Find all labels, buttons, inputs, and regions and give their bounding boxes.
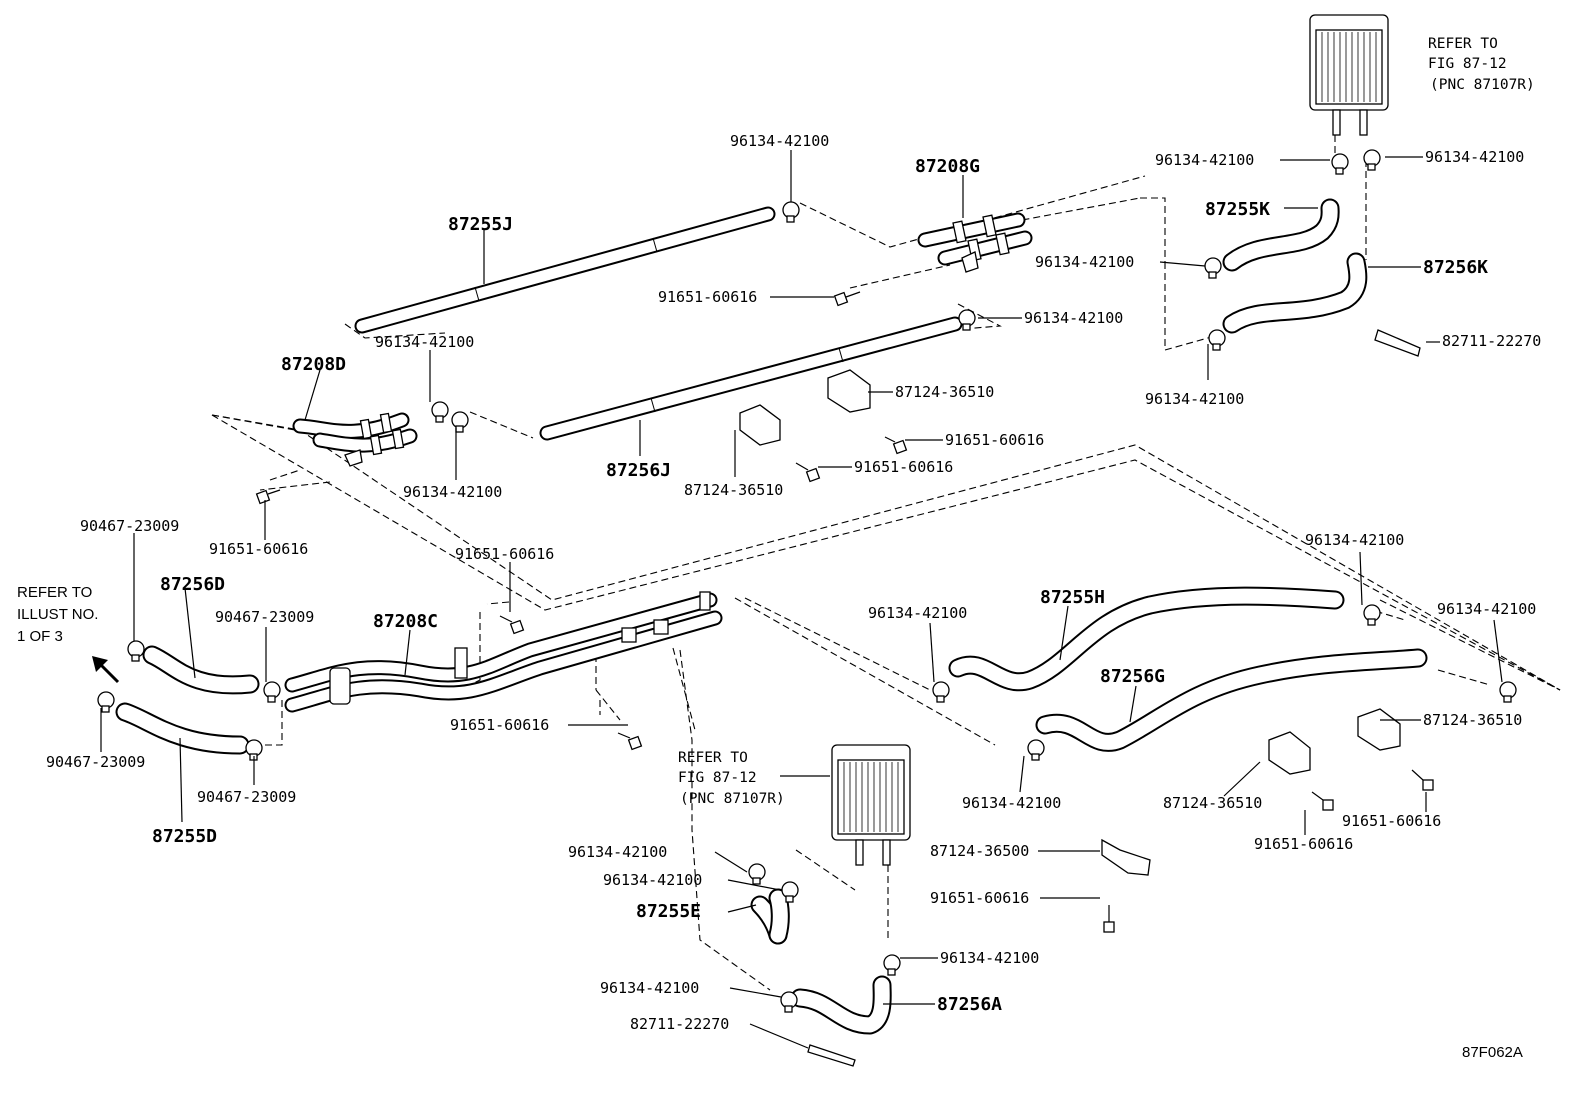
hose-87255D xyxy=(115,702,250,755)
part-label-96134-42100: 96134-42100 xyxy=(600,979,699,997)
part-label-96134-42100: 96134-42100 xyxy=(1035,253,1134,271)
part-label-87255K: 87255K xyxy=(1205,199,1270,220)
part-label-87208G: 87208G xyxy=(915,156,980,177)
part-label-87256A: 87256A xyxy=(937,994,1002,1015)
hose-87255K xyxy=(1222,198,1340,272)
note-line: (PNC 87107R) xyxy=(680,791,785,807)
part-label-91651-60616: 91651-60616 xyxy=(854,458,953,476)
part-label-96134-42100: 96134-42100 xyxy=(375,333,474,351)
part-label-91651-60616: 91651-60616 xyxy=(209,540,308,558)
note-line: REFER TO xyxy=(1428,36,1498,52)
note-line: (PNC 87107R) xyxy=(1430,77,1535,93)
part-label-96134-42100: 96134-42100 xyxy=(1305,531,1404,549)
part-label-87124-36510: 87124-36510 xyxy=(895,383,994,401)
part-label-91651-60616: 91651-60616 xyxy=(1342,812,1441,830)
part-label-87255J: 87255J xyxy=(448,214,513,235)
joint-87208G xyxy=(917,212,1033,273)
note-line: 1 OF 3 xyxy=(17,628,63,645)
part-label-87256K: 87256K xyxy=(1423,257,1488,278)
part-label-96134-42100: 96134-42100 xyxy=(1024,309,1123,327)
hose-clamp-icons xyxy=(97,149,1517,1013)
joint-87208D xyxy=(292,412,418,467)
illust-reference-arrow-icon xyxy=(92,656,120,684)
part-label-87124-36500: 87124-36500 xyxy=(930,842,1029,860)
part-label-82711-22270: 82711-22270 xyxy=(630,1015,729,1033)
part-label-96134-42100: 96134-42100 xyxy=(568,843,667,861)
part-label-82711-22270: 82711-22270 xyxy=(1442,332,1541,350)
cable-tie-icons xyxy=(807,329,1421,1067)
part-label-90467-23009: 90467-23009 xyxy=(80,517,179,535)
reference-note-heater-bottom: REFER TO FIG 87-12 (PNC 87107R) xyxy=(678,750,785,807)
part-label-87256J: 87256J xyxy=(606,460,671,481)
reference-note-heater-top: REFER TO FIG 87-12 (PNC 87107R) xyxy=(1428,36,1535,93)
part-label-91651-60616: 91651-60616 xyxy=(945,431,1044,449)
part-label-96134-42100: 96134-42100 xyxy=(1155,151,1254,169)
note-line: REFER TO xyxy=(17,584,92,601)
part-number-labels: 96134-42100 87255J 87208G 96134-42100 96… xyxy=(46,132,1541,1033)
bolt-icons xyxy=(255,291,1434,933)
note-line: ILLUST NO. xyxy=(17,606,98,623)
part-label-87208C: 87208C xyxy=(373,611,438,632)
part-label-90467-23009: 90467-23009 xyxy=(197,788,296,806)
part-label-87255E: 87255E xyxy=(636,901,701,922)
leader-lines xyxy=(100,150,1503,1049)
part-label-87208D: 87208D xyxy=(281,354,346,375)
part-label-91651-60616: 91651-60616 xyxy=(450,716,549,734)
pipe-87255J xyxy=(354,206,776,334)
figure-id: 87F062A xyxy=(1462,1044,1523,1061)
note-line: FIG 87-12 xyxy=(1428,56,1507,72)
part-label-96134-42100: 96134-42100 xyxy=(730,132,829,150)
part-label-87256G: 87256G xyxy=(1100,666,1165,687)
part-label-87124-36510: 87124-36510 xyxy=(1423,711,1522,729)
part-label-96134-42100: 96134-42100 xyxy=(940,949,1039,967)
part-label-90467-23009: 90467-23009 xyxy=(46,753,145,771)
heater-core-top-icon xyxy=(1309,14,1389,136)
part-label-87124-36510: 87124-36510 xyxy=(684,481,783,499)
note-line: FIG 87-12 xyxy=(678,770,757,786)
hose-87255H xyxy=(948,586,1345,692)
part-label-96134-42100: 96134-42100 xyxy=(403,483,502,501)
clip-icons xyxy=(739,369,1401,876)
part-label-87256D: 87256D xyxy=(160,574,225,595)
hose-87256D xyxy=(142,645,260,695)
part-label-96134-42100: 96134-42100 xyxy=(962,794,1061,812)
part-label-91651-60616: 91651-60616 xyxy=(1254,835,1353,853)
part-label-91651-60616: 91651-60616 xyxy=(930,889,1029,907)
reference-note-illust: REFER TO ILLUST NO. 1 OF 3 xyxy=(17,584,98,645)
part-label-87255D: 87255D xyxy=(152,826,217,847)
part-label-87255H: 87255H xyxy=(1040,587,1105,608)
hose-87256A xyxy=(790,975,892,1035)
hose-87256G xyxy=(1035,648,1428,752)
hose-87255E xyxy=(750,888,790,945)
heater-core-bottom-icon xyxy=(831,744,911,866)
pipe-87256J xyxy=(539,316,963,441)
part-label-96134-42100: 96134-42100 xyxy=(603,871,702,889)
part-label-96134-42100: 96134-42100 xyxy=(868,604,967,622)
note-line: REFER TO xyxy=(678,750,748,766)
part-label-90467-23009: 90467-23009 xyxy=(215,608,314,626)
part-label-87124-36510: 87124-36510 xyxy=(1163,794,1262,812)
part-label-96134-42100: 96134-42100 xyxy=(1437,600,1536,618)
hose-87256K xyxy=(1222,252,1368,334)
part-label-91651-60616: 91651-60616 xyxy=(455,545,554,563)
joint-87208C xyxy=(284,591,723,713)
part-label-96134-42100: 96134-42100 xyxy=(1145,390,1244,408)
part-label-91651-60616: 91651-60616 xyxy=(658,288,757,306)
part-label-96134-42100: 96134-42100 xyxy=(1425,148,1524,166)
